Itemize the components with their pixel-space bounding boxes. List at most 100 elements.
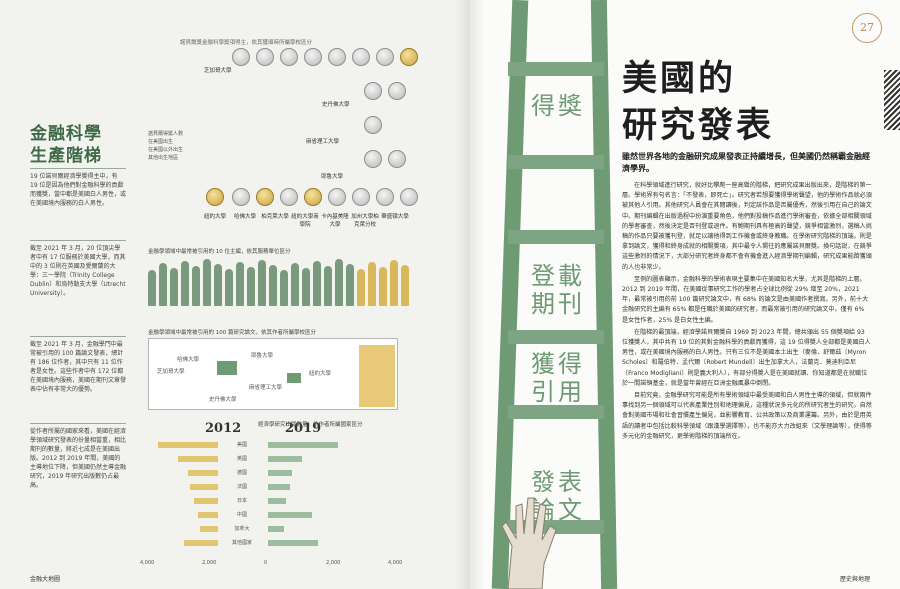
bar-2012 (184, 540, 218, 546)
gutter (455, 0, 485, 589)
university-label: 史丹佛大學 (322, 102, 350, 108)
university-label: 華盛頓大學 (381, 214, 409, 220)
university-label: 麻省理工大學 (306, 139, 340, 145)
ladder-rung (508, 330, 604, 344)
university-label: 加州大學柏克萊分校 (351, 214, 379, 228)
body-paragraph: 在階梯的最頂端，經濟學諾貝爾獎自 1969 到 2023 年間，總共頒出 55 … (622, 328, 871, 387)
note-countries: 從作者所屬的國家來看，美國在經濟學領域研究發表的份量相當重，相比期刊的數量，將近… (30, 428, 127, 489)
legend-item: 在美國出生 (148, 139, 174, 145)
editor-figure (192, 266, 200, 306)
university-label: 柏克萊大學 (261, 214, 289, 220)
diagram-block (217, 361, 237, 375)
body-paragraph: 目前究竟，金融學研究可能是所有學術領域中最受美國和白人男性主導的領域，但就兩件事… (622, 392, 872, 440)
axis-tick: 0 (264, 560, 268, 566)
nobel-coin (280, 48, 298, 66)
country-label: 中國 (236, 512, 247, 518)
country-label: 法國 (236, 484, 247, 490)
nobel-coin (328, 48, 346, 66)
nobel-coin (206, 188, 224, 206)
legend-item: 在美國以外出生 (148, 147, 184, 153)
nobel-coin (388, 82, 406, 100)
nobel-coin (304, 48, 322, 66)
axis-tick: 2,000 (202, 560, 217, 566)
nobel-coin (232, 188, 250, 206)
editor-figure (368, 262, 376, 306)
editors-figures (148, 258, 409, 306)
note-nobel: 19 位諾貝爾經濟學獎得主中，有 19 位是因為他們對金融科學的貢獻而獲獎，當中… (30, 173, 127, 207)
section-title: 金融科學 生產階梯 (30, 123, 102, 167)
diagram-cell: 芝加哥大學 (157, 369, 185, 375)
nobel-coin (256, 48, 274, 66)
axis-tick: 2,000 (326, 560, 341, 566)
papers-diagram: 哈佛大學 芝加哥大學 耶魯大學 麻省理工大學 史丹佛大學 紐約大學 (148, 338, 398, 410)
nobel-coin (328, 188, 346, 206)
decorative-stripes (884, 70, 900, 130)
page-number: 27 (852, 13, 882, 43)
nobel-coin (352, 48, 370, 66)
editor-figure (148, 270, 156, 306)
ladder-rung (508, 405, 604, 419)
editor-figure (269, 265, 277, 306)
editor-figure (159, 263, 167, 306)
nobel-coin (364, 116, 382, 134)
page-title: 美國的 研究發表 (622, 55, 774, 149)
divider (30, 168, 126, 169)
nobel-coin (364, 150, 382, 168)
bar-2012 (198, 512, 218, 518)
editor-figure (302, 268, 310, 306)
rung-label-publish-text: 登載期刊 (531, 262, 585, 318)
footer-left: 金融大地圖 (30, 576, 61, 583)
university-label: 芝加哥大學 (204, 68, 232, 74)
editor-figure (170, 268, 178, 306)
section-title-line: 生產階梯 (30, 146, 102, 166)
legend: 諾貝爾得獎人數 在美國出生 在美國以外出生 其他出生地區 (148, 130, 183, 162)
divider (30, 240, 126, 241)
axis-tick: 4,000 (140, 560, 155, 566)
year-label: 2019 (285, 421, 322, 436)
country-label: 英國 (236, 456, 247, 462)
title-line: 美國的 (622, 58, 737, 99)
editor-figure (379, 267, 387, 306)
editor-figure (225, 269, 233, 306)
legend-item: 諾貝爾得獎人數 (148, 131, 184, 137)
diagram-cell: 哈佛大學 (177, 357, 200, 363)
bar-2019 (268, 526, 284, 532)
divider (30, 423, 126, 424)
body-paragraph: 至例的圖表顯示，金融科學的學術表現主要集中在美國知名大學，尤其是階梯的上層。20… (622, 275, 869, 324)
diagram-block (287, 373, 301, 383)
axis-tick: 4,000 (388, 560, 403, 566)
hand-illustration (501, 497, 557, 589)
bar-2012 (194, 498, 218, 504)
university-label: 紐約大學 (203, 214, 226, 220)
country-label: 德國 (236, 470, 247, 476)
rung-label-cite-text: 獲得引用 (531, 350, 585, 406)
nobel-coin (352, 188, 370, 206)
body-paragraph: 在科學領域進行研究，就好比攀爬一座高聳的階梯，把研究成果出版出來，是階梯的第一層… (622, 182, 872, 271)
university-label: 卡內基美隆大學 (321, 214, 349, 228)
nobel-coin (400, 48, 418, 66)
section-title-line: 金融科學 (30, 124, 102, 144)
editor-figure (181, 261, 189, 306)
diagram-cell: 紐約大學 (309, 371, 332, 377)
diagram-cell: 麻省理工大學 (249, 385, 283, 391)
editor-figure (214, 264, 222, 306)
country-label: 美國 (236, 442, 247, 448)
editor-figure (291, 263, 299, 306)
bar-2012 (188, 470, 218, 476)
lead-paragraph: 雖然世界各地的金融研究成果發表正持續增長，但美國仍然稱霸金融經濟學界。 (622, 152, 870, 173)
editor-figure (313, 261, 321, 306)
diagram-cell: 史丹佛大學 (209, 397, 237, 403)
editor-figure (357, 269, 365, 306)
country-label: 其他國家 (231, 540, 252, 546)
editor-figure (346, 264, 354, 306)
nobel-coin (376, 188, 394, 206)
editor-figure (258, 260, 266, 306)
rung-label-cite: 獲得引用 (518, 350, 598, 406)
editor-figure (335, 259, 343, 306)
nobel-coin (400, 188, 418, 206)
rung-label-award: 得獎 (531, 92, 585, 120)
ladder-rung (508, 230, 604, 244)
bar-2012 (178, 456, 218, 462)
university-label: 耶魯大學 (321, 174, 344, 180)
editor-figure (390, 260, 398, 306)
